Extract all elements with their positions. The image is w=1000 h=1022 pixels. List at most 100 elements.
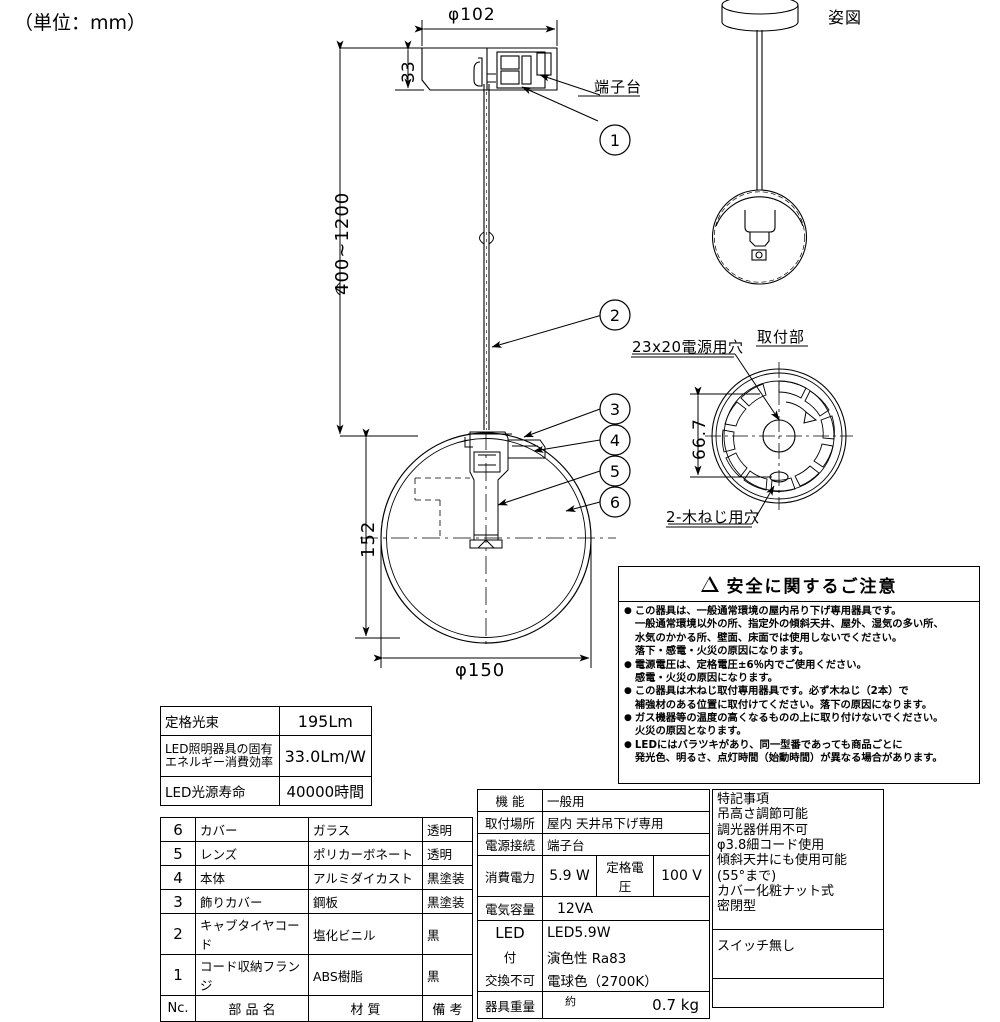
led-value-1: LED5.9W — [542, 920, 710, 945]
rated-flux-label: 定格光束 — [160, 706, 280, 736]
part-remarks: 黒塗装 — [422, 889, 473, 914]
consumption-label: 消費電力 — [477, 855, 543, 897]
safety-header: 安全に関するご注意 — [619, 567, 979, 602]
dim-label-drop-range: 400~1200 — [332, 191, 353, 295]
dim-mount-hole-spacing — [690, 386, 772, 478]
svg-text:3: 3 — [610, 400, 620, 419]
part-no: 1 — [160, 954, 196, 996]
svg-text:4: 4 — [610, 431, 620, 450]
notes-title: 特記事項 — [717, 792, 770, 807]
part-material: ポリカーボネート — [308, 841, 423, 866]
note-line: 調光器併用不可 — [717, 822, 809, 838]
table-row: LED照明器具の固有 エネルギー消費効率 33.0Lm/W — [160, 735, 373, 777]
table-row: 付 演色性 Ra83 — [477, 945, 710, 968]
function-value: 一般用 — [542, 789, 710, 812]
mount-plate-detail — [705, 362, 853, 510]
unit-note: （単位：mm） — [14, 12, 147, 34]
note-line: φ3.8細コード使用 — [717, 837, 825, 853]
bullet-icon: ● — [624, 713, 632, 723]
location-label: 取付場所 — [477, 811, 543, 834]
table-row: 定格光束 195Lm — [160, 706, 373, 736]
part-name: コード収納フランジ — [195, 954, 309, 996]
svg-text:2: 2 — [610, 306, 620, 325]
parts-header-remarks: 備 考 — [422, 995, 473, 1022]
part-no: 3 — [160, 889, 196, 914]
power-hole-label: 23x20電源用穴 — [632, 338, 744, 356]
dim-label-globe-diameter: φ150 — [455, 660, 506, 681]
part-remarks: 黒 — [422, 913, 473, 955]
power-connection-label: 電源接続 — [477, 833, 543, 856]
part-no: 2 — [160, 913, 196, 955]
weight-approx: 約 — [565, 995, 576, 1008]
led-label-2: 付 — [477, 945, 543, 968]
mount-annotation-leaders — [632, 353, 780, 525]
dim-label-canopy-diameter: φ102 — [448, 5, 496, 25]
safety-item: ●LEDにはバラツキがあり、同一型番であっても商品ごとに発光色、明るさ、点灯時間… — [624, 739, 975, 766]
callout-leaders — [491, 74, 603, 512]
part-material: 鋼板 — [308, 889, 423, 914]
table-row: 取付場所 屋内 天井吊下げ専用 — [477, 811, 710, 834]
safety-notice-box: 安全に関するご注意 ●この器具は、一般通常環境の屋内吊り下げ専用器具です。一般通… — [618, 566, 980, 784]
power-connection-value: 端子台 — [542, 833, 710, 856]
table-row: 交換不可 電球色（2700K） — [477, 968, 710, 992]
led-label-3: 交換不可 — [477, 968, 543, 992]
rated-flux-value: 195Lm — [278, 706, 373, 736]
dim-label-globe-height: 152 — [358, 520, 379, 558]
dim-label-canopy-height: 33 — [399, 61, 419, 83]
led-performance-table: 定格光束 195Lm LED照明器具の固有 エネルギー消費効率 33.0Lm/W… — [160, 706, 373, 806]
consumption-value: 5.9 W — [542, 855, 597, 897]
part-remarks: 透明 — [422, 817, 473, 842]
part-name: 飾りカバー — [195, 889, 309, 914]
safety-item-text: この器具は、一般通常環境の屋内吊り下げ専用器具です。一般通常環境以外の所、指定外… — [634, 605, 944, 658]
part-name: レンズ — [195, 841, 309, 866]
technical-drawing-sheet: 1 2 3 4 5 6 — [335, 0, 853, 668]
part-no: 4 — [160, 865, 196, 890]
suspension-cord — [479, 84, 494, 430]
capacity-label: 電気容量 — [477, 896, 543, 921]
bullet-icon: ● — [624, 686, 632, 697]
switch-note: スイッチ無し — [712, 929, 884, 979]
led-value-2: 演色性 Ra83 — [542, 945, 710, 968]
note-line: (55°まで) — [717, 868, 777, 884]
parts-header-name: 部 品 名 — [195, 995, 309, 1022]
safety-item-text: 電源電圧は、定格電圧±6％内でご使用ください。感電・火災の原因になります。 — [634, 658, 867, 684]
appearance-view-label: 姿図 — [828, 8, 863, 27]
lifespan-label: LED光源寿命 — [160, 776, 280, 806]
bullet-icon: ● — [624, 739, 632, 750]
note-line: 吊高さ調節可能 — [717, 807, 809, 823]
note-line: 密閉型 — [717, 899, 757, 915]
table-row: スイッチ無し — [712, 929, 884, 979]
table-header-row: Nc.部 品 名材 質備 考 — [160, 995, 473, 1022]
appearance-view — [711, 0, 808, 285]
function-label: 機 能 — [477, 789, 543, 812]
table-row: 電気容量 12VA — [477, 896, 710, 921]
safety-item-text: この器具は木ねじ取付専用器具です。必ず木ねじ（2本）で補強材のある位置に取付けて… — [634, 685, 933, 711]
part-material: 塩化ビニル — [308, 913, 423, 955]
table-row: LED LED5.9W — [477, 920, 710, 945]
warning-triangle-icon — [700, 576, 719, 592]
safety-item: ●ガス機器等の温度の高くなるものの上に取り付けないでください。火災の原因となりま… — [624, 712, 975, 739]
efficiency-value: 33.0Lm/W — [278, 735, 373, 777]
parts-header-no: Nc. — [160, 995, 196, 1022]
callout-bubbles: 1 2 3 4 5 6 — [599, 124, 631, 518]
safety-item-text: ガス機器等の温度の高くなるものの上に取り付けないでください。火災の原因となります… — [634, 712, 944, 738]
part-name: 本体 — [195, 865, 309, 890]
specification-table: 機 能 一般用 取付場所 屋内 天井吊下げ専用 電源接続 端子台 消費電力 5.… — [477, 789, 710, 1019]
canopy-section-view — [421, 47, 558, 91]
part-no: 6 — [160, 817, 196, 842]
dim-globe-diameter — [373, 540, 592, 668]
dim-canopy-diameter — [414, 20, 558, 46]
location-value: 屋内 天井吊下げ専用 — [542, 811, 710, 834]
terminal-block-label: 端子台 — [594, 78, 643, 96]
table-row — [712, 978, 884, 1008]
bullet-icon: ● — [624, 606, 632, 616]
note-line: カバー化粧ナット式 — [717, 883, 835, 899]
part-material: ガラス — [308, 817, 423, 842]
